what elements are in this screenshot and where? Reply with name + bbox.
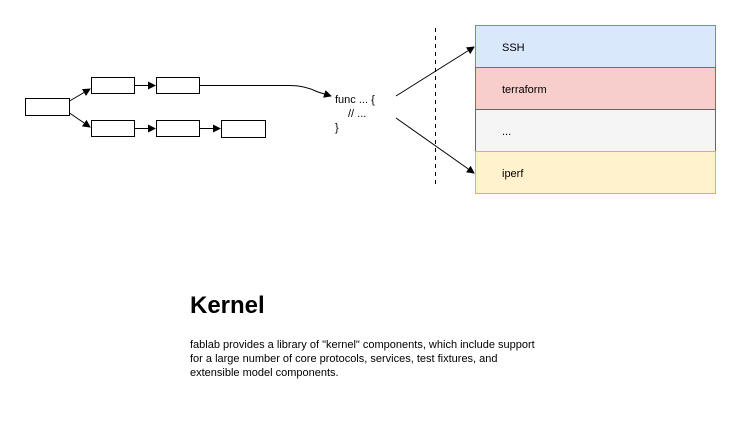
component-more: ... — [475, 109, 716, 152]
kernel-title: Kernel — [190, 292, 265, 319]
component-terraform-box — [475, 67, 716, 110]
code-line-3: } — [335, 122, 339, 134]
component-terraform-label: terraform — [502, 84, 547, 96]
code-line-2: // ... — [348, 108, 366, 120]
flow-root-node — [25, 98, 70, 116]
component-iperf-label: iperf — [502, 168, 524, 180]
flow-node-lower-1 — [91, 120, 135, 137]
component-ssh-label: SSH — [502, 42, 525, 54]
kernel-description: fablab provides a library of "kernel" co… — [190, 339, 535, 379]
component-more-label: ... — [502, 126, 511, 138]
component-iperf-box — [475, 151, 716, 194]
flow-node-lower-2 — [156, 120, 200, 137]
flow-node-upper-2 — [156, 77, 200, 94]
component-ssh-box — [475, 25, 716, 68]
component-terraform: terraform — [475, 67, 716, 110]
code-line-1: func ... { — [335, 94, 375, 106]
edge-root-to-lower — [69, 112, 91, 128]
edge-code-to-iperf — [395, 117, 475, 174]
flow-node-lower-3 — [221, 120, 266, 138]
flow-node-upper-1 — [91, 77, 135, 94]
component-iperf: iperf — [475, 151, 716, 194]
edge-upper-to-code — [199, 85, 332, 98]
component-more-box — [475, 109, 716, 152]
edge-root-to-upper — [69, 88, 91, 102]
component-ssh: SSH — [475, 25, 716, 68]
